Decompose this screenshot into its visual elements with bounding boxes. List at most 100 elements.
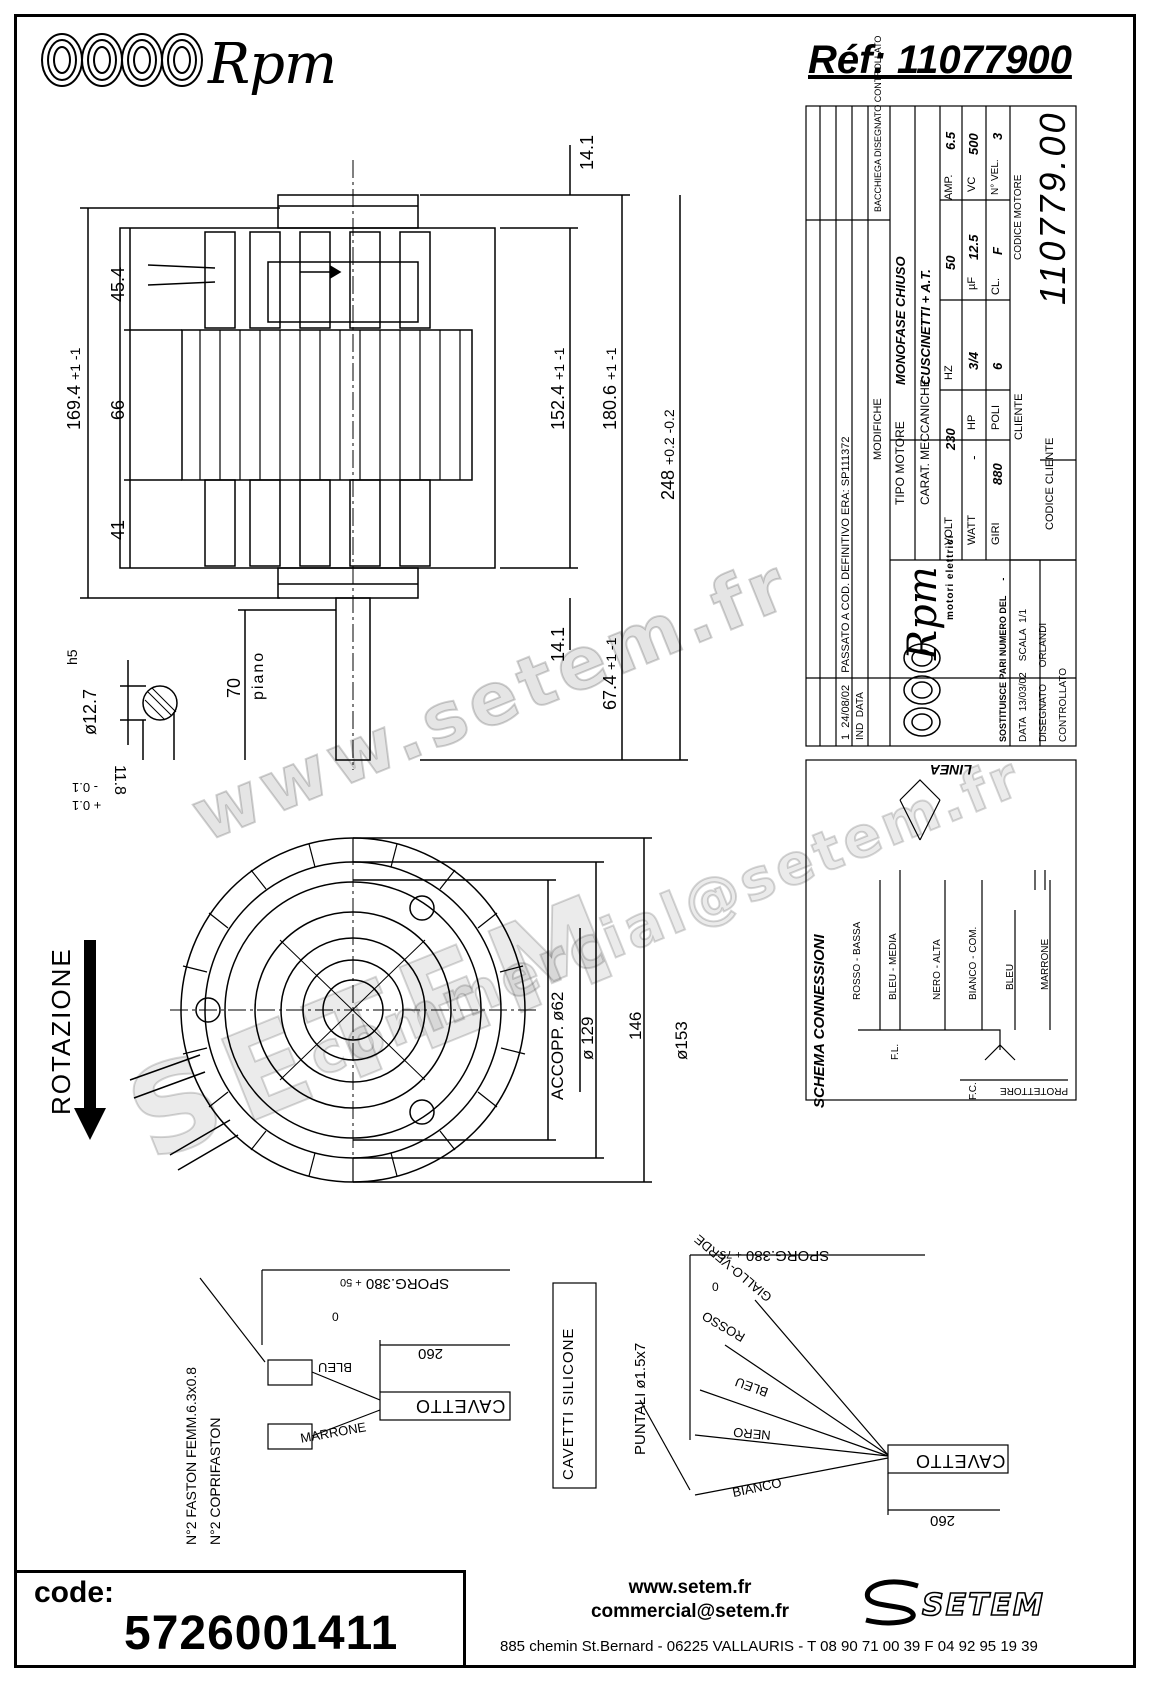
amp-value: 6.5 xyxy=(943,131,958,150)
footer-contact: www.setem.fr commercial@setem.fr xyxy=(560,1576,820,1624)
stator-band xyxy=(181,329,473,481)
protector-label: PROTETTORE xyxy=(1000,1085,1069,1096)
watt-value: - xyxy=(966,455,981,460)
piano-label: piano xyxy=(250,650,267,700)
dim-248: 248 +0.2 -0.2 xyxy=(658,409,678,500)
reference-number: Réf: 11077900 xyxy=(808,38,1072,82)
title-block-brand-sub: motori elettrici xyxy=(945,534,956,620)
rev-header: IND DATA xyxy=(855,692,866,740)
footer-address: 885 chemin St.Bernard - 06225 VALLAURIS … xyxy=(500,1638,1038,1655)
controllato-row: CONTROLLATO xyxy=(1058,667,1069,742)
nvel-label: N° VEL. xyxy=(990,159,1001,195)
left-cavetto: CAVETTO xyxy=(415,1396,506,1416)
poli-label: POLI xyxy=(990,404,1002,430)
title-block-coil-logo xyxy=(903,643,941,737)
brand-logo-text: Rpm xyxy=(208,32,337,97)
hp-label: HP xyxy=(966,414,978,430)
wiring-title: SCHEMA CONNESSIONI xyxy=(811,934,828,1108)
cable-right xyxy=(552,1254,1009,1515)
giri-label: GIRI xyxy=(990,522,1002,545)
wire-rosso: ROSSO - BASSA xyxy=(852,921,863,1000)
cl-value: F xyxy=(990,247,1005,255)
vc-label: VC xyxy=(966,176,978,192)
right-puntali: PUNTALI ø1.5x7 xyxy=(632,1342,649,1455)
left-sporg: SPORG.380 + 50 xyxy=(340,1275,450,1292)
left-faston2: N°2 COPRIFASTON xyxy=(207,1417,223,1545)
cable-left xyxy=(199,1269,511,1450)
vc-value: 500 xyxy=(966,133,981,155)
drawing-frame xyxy=(14,14,1136,1668)
giri-value: 880 xyxy=(990,463,1005,485)
codice-motore: 110779.00 xyxy=(1032,110,1073,305)
modifiche-label: MODIFICHE xyxy=(872,398,884,460)
dim-66: 66 xyxy=(108,399,128,420)
left-len: 260 xyxy=(418,1345,444,1362)
title-block-lines xyxy=(805,105,1077,747)
codice-cliente-label: CODICE CLIENTE xyxy=(1044,437,1056,530)
shaft-diameter: ø12.7 xyxy=(80,688,100,735)
dim-41: 41 xyxy=(108,519,128,540)
shaft-flat-tol-plus: + 0.1 xyxy=(72,798,102,813)
volt-value: 230 xyxy=(943,428,958,450)
signature-header: BACCHIEGA DISEGNATO CONTROLLATO xyxy=(873,35,883,212)
rotation-label: ROTAZIONE xyxy=(46,947,76,1115)
dim-169-4: 169.4 +1 -1 xyxy=(64,347,84,430)
disegnato-row: DISEGNATO ORLANDI xyxy=(1038,622,1049,742)
right-sporg-tol2: 0 xyxy=(712,1280,719,1294)
uf-label: µF xyxy=(966,276,978,290)
sostituisce-label: SOSTITUISCE PARI NUMERO DEL - xyxy=(998,577,1008,742)
carat-value: CUSCINETTI + A.T. xyxy=(918,269,933,385)
dim-14-1-top: 14.1 xyxy=(577,134,597,170)
dim-152-4: 152.4 +1 -1 xyxy=(548,347,568,430)
uf-value: 12.5 xyxy=(966,234,981,260)
modifiche-text: 1 24/08/02 PASSATO A COD. DEFINITIVO ERA… xyxy=(840,436,852,741)
right-box-label: CAVETTI SILICONE xyxy=(560,1327,577,1480)
left-sporg-tol2: 0 xyxy=(332,1310,339,1324)
tipo-motore-label: TIPO MOTORE xyxy=(893,421,907,505)
poli-value: 6 xyxy=(990,362,1005,370)
footer-email[interactable]: commercial@setem.fr xyxy=(590,1601,790,1622)
wire-nero: NERO - ALTA xyxy=(932,939,943,1000)
footer-web[interactable]: www.setem.fr xyxy=(628,1577,752,1598)
hp-value: 3/4 xyxy=(966,351,981,370)
codice-motore-label: CODICE MOTORE xyxy=(1013,174,1024,260)
right-len: 260 xyxy=(930,1512,956,1529)
amp-label: AMP. xyxy=(943,174,955,200)
front-view xyxy=(129,837,652,1183)
d146-label: 146 xyxy=(626,1011,645,1040)
nvel-value: 3 xyxy=(990,132,1005,140)
hz-label: HZ xyxy=(943,365,955,380)
setem-swirl-icon xyxy=(864,1579,919,1626)
wiring-schema xyxy=(805,759,1077,1101)
cliente-label: CLIENTE xyxy=(1013,393,1025,440)
right-wire-nero: NERO xyxy=(732,1424,772,1443)
shaft-flat: 11.8 xyxy=(111,765,128,795)
fc-label: F.C. xyxy=(968,1082,979,1100)
cl-label: CL. xyxy=(990,277,1002,295)
rotation-arrow xyxy=(84,940,96,1110)
hz-value: 50 xyxy=(943,255,958,270)
tipo-motore: MONOFASE CHIUSO xyxy=(893,256,908,385)
wire-bleu-media: BLEU - MEDIA xyxy=(888,933,899,1000)
shaft-flat-tol-minus: - 0.1 xyxy=(72,780,99,795)
shaft-tolerance: h5 xyxy=(64,649,80,665)
d153-label: ø153 xyxy=(672,1021,691,1060)
watt-label: WATT xyxy=(966,515,978,545)
fl-label: F.L. xyxy=(890,1043,901,1060)
dim-45-4: 45.4 xyxy=(108,266,128,302)
wire-bianco: BIANCO - COM. xyxy=(968,926,979,1000)
data-row: DATA 13/03/02 SCALA 1/1 xyxy=(1018,608,1029,742)
rpm-coil-logo xyxy=(41,33,203,87)
setem-logo-text: SETEM xyxy=(921,1587,1045,1624)
wire-marrone: MARRONE xyxy=(1040,938,1051,990)
d129-label: ø 129 xyxy=(578,1016,597,1060)
right-cavetto: CAVETTO xyxy=(915,1451,1006,1471)
terminal-box xyxy=(267,261,419,323)
carat-label: CARAT. MECCANICHE xyxy=(918,379,932,505)
motor-outline xyxy=(119,227,496,569)
code-value: 5726001411 xyxy=(124,1607,399,1660)
dim-180-6: 180.6 +1 -1 xyxy=(600,347,620,430)
code-box xyxy=(14,1570,466,1668)
dim-70: 70 xyxy=(224,677,244,698)
